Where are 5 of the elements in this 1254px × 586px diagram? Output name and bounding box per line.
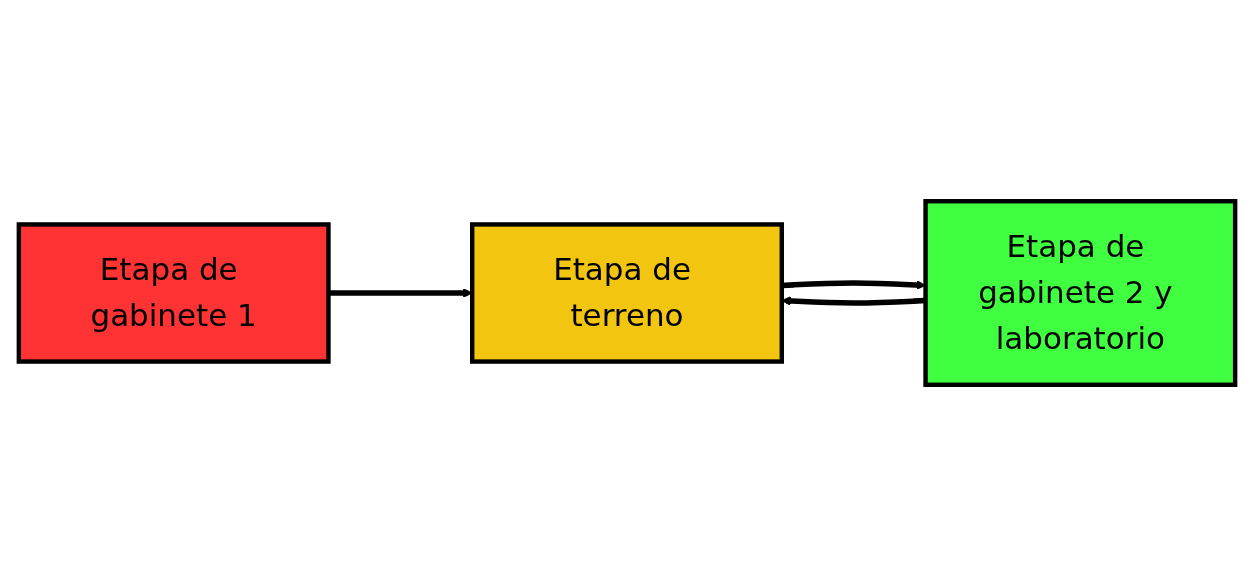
node-box: Etapa de terreno	[470, 222, 784, 364]
node-box: Etapa de gabinete 2 y laboratorio	[923, 199, 1238, 387]
arrow	[328, 288, 473, 298]
arrow	[781, 296, 926, 306]
node-box: Etapa de gabinete 1	[16, 222, 331, 364]
